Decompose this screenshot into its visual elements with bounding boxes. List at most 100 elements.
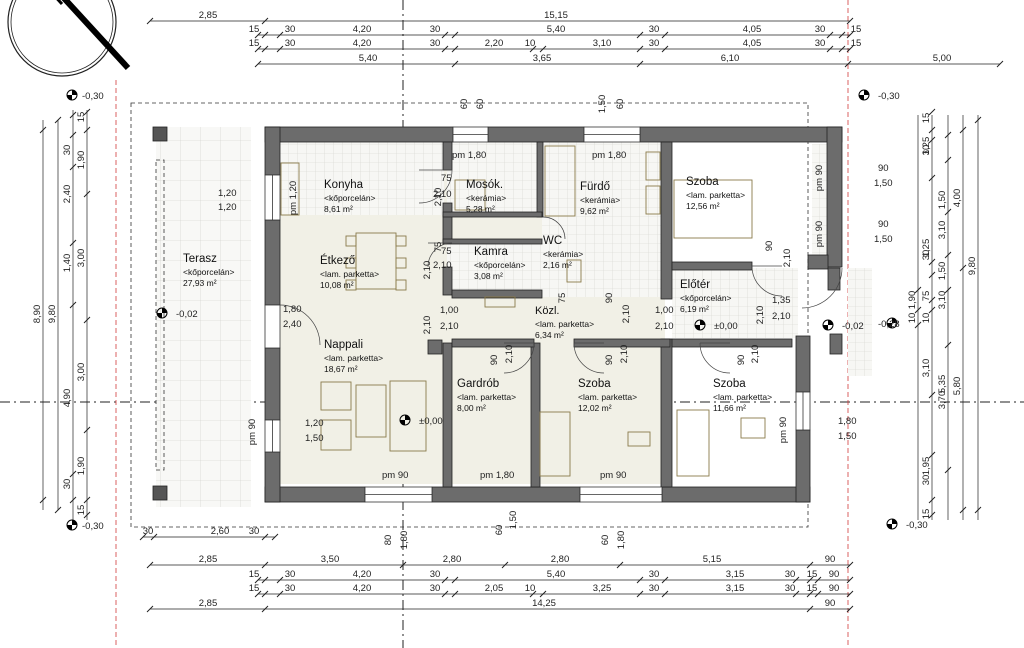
level-marker-icon xyxy=(887,519,897,529)
dim-label: 3,10 xyxy=(921,359,932,378)
dim-tick xyxy=(69,470,77,478)
dim-tick xyxy=(261,576,269,584)
dim-label: 15 xyxy=(921,509,932,520)
furniture xyxy=(280,145,766,477)
dim-tick xyxy=(636,590,644,598)
dim-label: 5,80 xyxy=(952,377,963,396)
room-finish: <kerámia> xyxy=(466,193,506,203)
dim-tick xyxy=(928,496,936,504)
dim-label: 30 xyxy=(249,526,260,537)
dim-tick xyxy=(914,321,922,329)
dim-tick xyxy=(792,590,800,598)
dim-tick xyxy=(792,576,800,584)
room-finish: <lam. parketta> xyxy=(320,269,379,279)
level-label: -0,28 xyxy=(878,319,900,330)
dim-label: 2,80 xyxy=(551,554,570,565)
dim-label: 1,25 xyxy=(921,239,932,258)
dim-label: 5,15 xyxy=(703,554,722,565)
dim-label: 6,10 xyxy=(721,53,740,64)
opening-side-label: pm 90 xyxy=(814,165,825,191)
dim-tick xyxy=(69,131,77,139)
dim-label: 30 xyxy=(785,569,796,580)
dim-label: 5,40 xyxy=(359,53,378,64)
dim-label: 4,20 xyxy=(353,24,372,35)
dim-tick xyxy=(914,306,922,314)
room-name: Közl. xyxy=(535,305,559,317)
level-marker-icon xyxy=(859,90,869,100)
dim-label: 30 xyxy=(143,526,154,537)
dim-tick xyxy=(636,31,644,39)
door-height-label: 2,10 xyxy=(422,261,433,280)
opening-top-label: 1,00 xyxy=(655,305,674,316)
room-finish: <lam. parketta> xyxy=(713,392,772,402)
dim-label: 4,20 xyxy=(353,569,372,580)
door-height-label: 2,10 xyxy=(750,345,761,364)
room-name: Előtér xyxy=(680,279,710,291)
dim-tick xyxy=(139,533,147,541)
window-mark-label: 1,80 xyxy=(616,531,627,550)
dim-tick xyxy=(826,31,834,39)
dim-tick xyxy=(928,174,936,182)
dim-label: 15 xyxy=(249,24,260,35)
room-finish: <lam. parketta> xyxy=(535,319,594,329)
dim-tick xyxy=(146,17,154,25)
door-height-label: 2,10 xyxy=(504,345,515,364)
level-label: -0,30 xyxy=(906,520,928,531)
dim-label: 10 xyxy=(907,313,918,324)
level-label: ±0,00 xyxy=(714,321,738,332)
room-labels: Konyha<kőporcelán>8,61 m²Mosók.<kerámia>… xyxy=(183,176,772,413)
dim-label: 14,25 xyxy=(532,598,556,609)
dim-tick xyxy=(539,45,547,53)
dim-tick xyxy=(539,590,547,598)
dim-tick xyxy=(928,451,936,459)
dim-label: 3,50 xyxy=(321,554,340,565)
room-name: WC xyxy=(543,235,562,247)
opening-side-label: pm 90 xyxy=(247,419,258,445)
dim-tick xyxy=(928,511,936,519)
dim-tick xyxy=(944,251,952,259)
room-area: 12,56 m² xyxy=(686,201,720,211)
dim-label: 3,10 xyxy=(937,221,948,240)
dim-label: 30 xyxy=(285,569,296,580)
dim-label: 15 xyxy=(851,24,862,35)
room-area: 6,19 m² xyxy=(680,304,709,314)
dim-tick xyxy=(69,496,77,504)
opening-top-label: 1,20 xyxy=(218,188,237,199)
room-area: 11,66 m² xyxy=(713,403,746,413)
dim-tick xyxy=(83,496,91,504)
dim-tick xyxy=(83,316,91,324)
room-area: 6,34 m² xyxy=(535,330,564,340)
dim-label: 90 xyxy=(829,583,840,594)
dim-tick xyxy=(636,60,644,68)
dim-tick xyxy=(254,590,262,598)
room-name: Étkező xyxy=(320,254,355,267)
dim-tick xyxy=(826,45,834,53)
dim-tick xyxy=(806,576,814,584)
dim-label: 1,50 xyxy=(937,191,948,210)
room-area: 18,67 m² xyxy=(324,364,358,374)
dim-label: 3,15 xyxy=(726,569,745,580)
dim-tick xyxy=(944,466,952,474)
dim-label: 15 xyxy=(249,569,260,580)
dim-tick xyxy=(529,45,537,53)
dim-label: 4,05 xyxy=(743,38,762,49)
opening-bot-label: 1,20 xyxy=(218,202,237,213)
dim-label: 30 xyxy=(815,24,826,35)
window-mark-label: 60 xyxy=(459,99,470,110)
room-finish: <lam. parketta> xyxy=(457,392,516,402)
dim-tick xyxy=(928,108,936,116)
opening-top-label: 1,00 xyxy=(440,305,459,316)
opening-top-label: 75 xyxy=(441,173,452,184)
dim-tick xyxy=(276,590,284,598)
dim-tick xyxy=(814,576,822,584)
room-name: Fürdő xyxy=(580,181,610,193)
door-width-label: 90 xyxy=(604,293,615,304)
door-height-label: 2,10 xyxy=(621,305,632,324)
dim-tick xyxy=(944,131,952,139)
opening-bot-label: 2,10 xyxy=(433,189,452,200)
dim-label: 1,50 xyxy=(937,262,948,281)
opening-top-label: 90 xyxy=(878,219,889,230)
dim-label: 4,05 xyxy=(743,24,762,35)
dim-tick xyxy=(441,590,449,598)
